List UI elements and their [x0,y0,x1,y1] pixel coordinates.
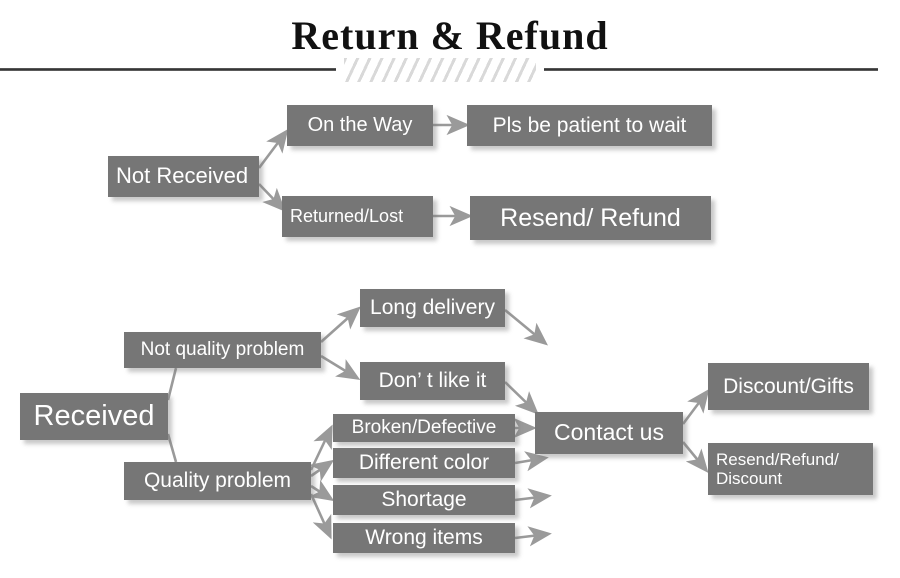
node-on-the-way[interactable]: On the Way [287,105,433,146]
node-pls-be-patient-to-wait[interactable]: Pls be patient to wait [467,105,712,146]
arrow-contact-us-to-resend-refund-discount [681,441,709,474]
node-broken-defective[interactable]: Broken/Defective [333,414,515,442]
page-title: Return & Refund [291,13,609,58]
box-label: Broken/Defective [351,417,497,439]
node-returned-lost[interactable]: Returned/Lost [282,196,433,237]
node-wrong-items[interactable]: Wrong items [333,523,515,553]
node-resend-refund-discount[interactable]: Resend/Refund/ Discount [708,443,873,495]
arrow-not-received-to-on-the-way [257,128,289,169]
box-label: Resend/Refund/ Discount [716,449,839,488]
divider-line-left [0,68,336,71]
arrow-not-quality-to-dont-like [320,354,361,381]
box-label: Wrong items [365,526,483,550]
line-received-to-not-quality [166,367,178,401]
box-label: Quality problem [143,469,292,493]
box-label: Long delivery [370,296,495,320]
node-long-delivery[interactable]: Long delivery [360,289,505,327]
box-label: Resend/ Refund [500,204,681,232]
node-quality-problem[interactable]: Quality problem [124,462,311,500]
arrow-contact-us-to-discount-gifts [681,388,710,425]
box-label: Different color [358,451,490,475]
node-don-t-like-it[interactable]: Don’ t like it [360,362,505,400]
node-shortage[interactable]: Shortage [333,485,515,515]
node-resend-refund[interactable]: Resend/ Refund [470,196,711,240]
box-label: Contact us [554,419,664,446]
arrow-not-quality-to-long-delivery [320,306,361,343]
arrow-quality-to-shortage [309,479,335,502]
box-label: Returned/Lost [290,206,404,227]
node-received[interactable]: Received [20,393,168,440]
box-label: Discount/Gifts [723,374,854,398]
box-label: Received [33,400,155,433]
line-received-to-quality [166,433,178,463]
diagonal-hatch-divider-icon [344,58,536,82]
box-label: On the Way [307,114,413,137]
box-label: Not Received [116,163,249,189]
node-not-received[interactable]: Not Received [108,156,259,197]
arrow-not-received-to-returned-lost [258,183,286,212]
arrow-different-color-to-contact-us [514,451,549,472]
arrow-dont-like-to-contact-us [504,381,539,415]
node-different-color[interactable]: Different color [333,448,515,478]
box-label: Don’ t like it [378,369,487,393]
box-label: Not quality problem [140,339,305,361]
box-label: Pls be patient to wait [492,113,687,137]
arrow-quality-to-wrong-items [309,493,332,540]
arrow-long-delivery-to-contact-us [504,308,549,346]
node-contact-us[interactable]: Contact us [535,412,683,454]
node-not-quality-problem[interactable]: Not quality problem [124,332,321,368]
arrow-quality-to-different-color [309,459,335,482]
divider-line-right [544,68,878,71]
arrow-shortage-to-contact-us [514,488,552,509]
node-discount-gifts[interactable]: Discount/Gifts [708,363,869,410]
arrow-wrong-items-to-contact-us [514,526,552,547]
box-label: Shortage [381,488,467,512]
